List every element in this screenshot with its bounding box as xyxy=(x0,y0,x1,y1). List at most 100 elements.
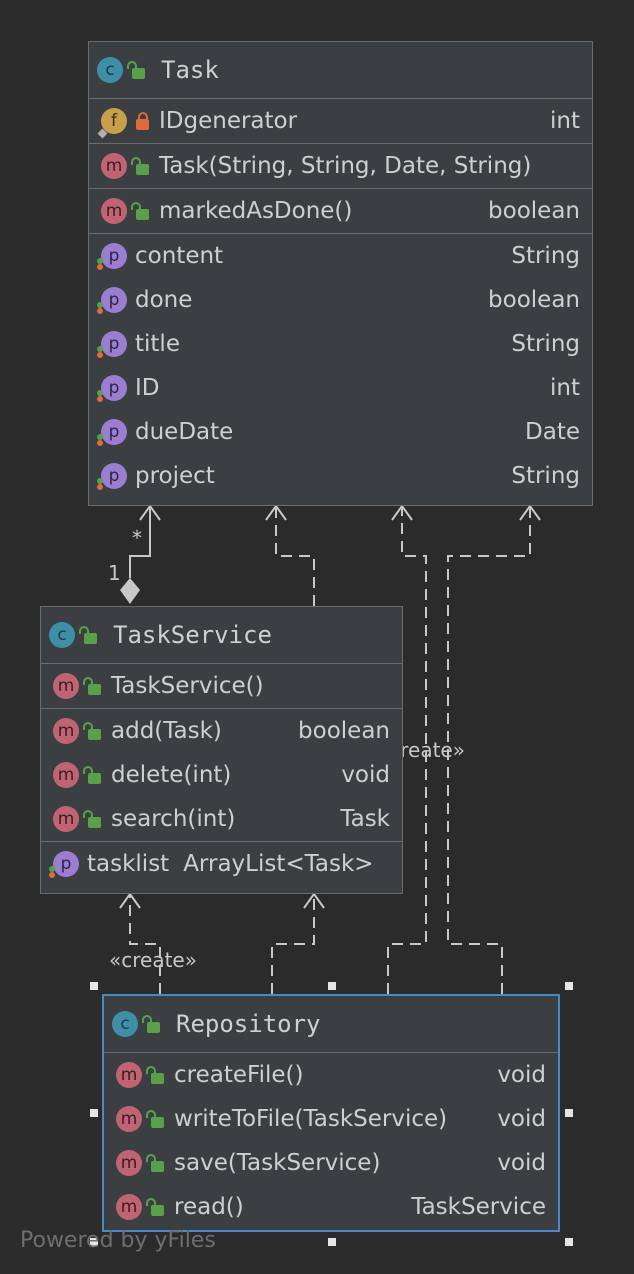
public-lock-icon xyxy=(131,201,149,220)
field-name: IDgenerator xyxy=(159,108,298,134)
method-name: read() xyxy=(174,1194,244,1220)
property-icon: p xyxy=(97,243,127,270)
class-icon: c xyxy=(97,57,123,83)
method-return-type: void xyxy=(497,1062,546,1088)
methods-section: m add(Task) boolean m delete(int) void m… xyxy=(41,709,402,842)
method-return-type: Task xyxy=(340,806,390,832)
resize-handle[interactable] xyxy=(90,1238,98,1246)
property-type: Date xyxy=(525,419,580,445)
property-type: String xyxy=(511,331,580,357)
constructors-section: m Task(String, String, Date, String) xyxy=(89,144,592,189)
method-icon: m xyxy=(116,1106,142,1132)
method-row[interactable]: m add(Task) boolean xyxy=(41,709,402,753)
public-lock-icon xyxy=(83,765,101,784)
property-type: ArrayList<Task> xyxy=(183,851,374,877)
property-row[interactable]: p ID int xyxy=(89,366,592,410)
property-type: boolean xyxy=(488,287,580,313)
taskservice-class-node[interactable]: c TaskService m TaskService() m add(Task… xyxy=(40,606,403,894)
public-lock-icon xyxy=(146,1065,164,1084)
task-class-node[interactable]: c Task f IDgenerator int m Task(String, … xyxy=(88,41,593,506)
property-type: String xyxy=(511,243,580,269)
class-header[interactable]: c Task xyxy=(89,42,592,99)
method-row[interactable]: m save(TaskService) void xyxy=(104,1141,558,1185)
method-return-type: boolean xyxy=(488,198,580,224)
method-name: delete(int) xyxy=(111,762,232,788)
public-lock-icon xyxy=(83,721,101,740)
property-icon: p xyxy=(97,419,127,446)
fields-section: f IDgenerator int xyxy=(89,99,592,144)
class-name: Task xyxy=(161,56,219,84)
dependency-edge-repository-taskservice-2 xyxy=(271,894,315,994)
resize-handle[interactable] xyxy=(90,1109,98,1117)
resize-handle[interactable] xyxy=(328,982,336,990)
class-header[interactable]: c Repository xyxy=(104,996,558,1053)
method-name: save(TaskService) xyxy=(174,1150,381,1176)
constructor-name: TaskService() xyxy=(111,673,264,699)
method-name: search(int) xyxy=(111,806,236,832)
public-lock-icon xyxy=(83,809,101,828)
resize-handle[interactable] xyxy=(90,982,98,990)
method-return-type: TaskService xyxy=(411,1194,546,1220)
property-row[interactable]: p tasklist ArrayList<Task> xyxy=(41,842,402,886)
properties-section: p tasklist ArrayList<Task> xyxy=(41,842,402,886)
property-icon: p xyxy=(97,463,127,490)
resize-handle[interactable] xyxy=(328,1238,336,1246)
property-type: int xyxy=(550,375,580,401)
method-return-type: void xyxy=(341,762,390,788)
dependency-edge-taskservice-task xyxy=(275,508,315,606)
dependency-edge-repository-task-2 xyxy=(447,508,531,994)
resize-handle[interactable] xyxy=(565,1238,573,1246)
method-row[interactable]: m writeToFile(TaskService) void xyxy=(104,1097,558,1141)
method-icon: m xyxy=(116,1150,142,1176)
public-lock-icon xyxy=(127,60,145,79)
property-row[interactable]: p done boolean xyxy=(89,278,592,322)
repository-class-node[interactable]: c Repository m createFile() void m write… xyxy=(102,994,560,1232)
property-name: dueDate xyxy=(135,419,234,445)
constructor-row[interactable]: m TaskService() xyxy=(41,664,402,708)
resize-handle[interactable] xyxy=(565,1109,573,1117)
method-row[interactable]: m createFile() void xyxy=(104,1053,558,1097)
class-name: TaskService xyxy=(113,621,272,649)
public-lock-icon xyxy=(79,625,97,644)
property-icon: p xyxy=(49,851,79,878)
constructor-row[interactable]: m Task(String, String, Date, String) xyxy=(89,144,592,188)
method-icon: m xyxy=(116,1194,142,1220)
field-type: int xyxy=(550,108,580,134)
method-icon: m xyxy=(53,806,79,832)
method-row[interactable]: m read() TaskService xyxy=(104,1185,558,1229)
method-icon: m xyxy=(101,153,127,179)
property-name: ID xyxy=(135,375,160,401)
method-row[interactable]: m delete(int) void xyxy=(41,753,402,797)
property-name: title xyxy=(135,331,180,357)
properties-section: p content String p done boolean p title … xyxy=(89,234,592,498)
dependency-edge-repository-taskservice-1 xyxy=(129,894,161,994)
public-lock-icon xyxy=(83,676,101,695)
method-icon: m xyxy=(53,673,79,699)
constructors-section: m TaskService() xyxy=(41,664,402,709)
method-icon: m xyxy=(116,1062,142,1088)
property-icon: p xyxy=(97,331,127,358)
method-row[interactable]: m search(int) Task xyxy=(41,797,402,841)
method-row[interactable]: m markedAsDone() boolean xyxy=(89,189,592,233)
class-icon: c xyxy=(49,622,75,648)
class-icon: c xyxy=(112,1011,138,1037)
create-stereotype-label: «create» xyxy=(109,948,197,972)
field-row[interactable]: f IDgenerator int xyxy=(89,99,592,143)
property-name: project xyxy=(135,463,215,489)
public-lock-icon xyxy=(131,156,149,175)
method-icon: m xyxy=(101,198,127,224)
method-name: createFile() xyxy=(174,1062,304,1088)
private-lock-icon xyxy=(136,111,149,130)
method-return-type: void xyxy=(497,1106,546,1132)
class-header[interactable]: c TaskService xyxy=(41,607,402,664)
property-row[interactable]: p content String xyxy=(89,234,592,278)
property-row[interactable]: p project String xyxy=(89,454,592,498)
constructor-name: Task(String, String, Date, String) xyxy=(159,153,532,179)
property-row[interactable]: p title String xyxy=(89,322,592,366)
resize-handle[interactable] xyxy=(565,982,573,990)
method-name: add(Task) xyxy=(111,718,222,744)
public-lock-icon xyxy=(146,1109,164,1128)
dependency-edge-repository-task-1 xyxy=(387,508,427,994)
property-row[interactable]: p dueDate Date xyxy=(89,410,592,454)
